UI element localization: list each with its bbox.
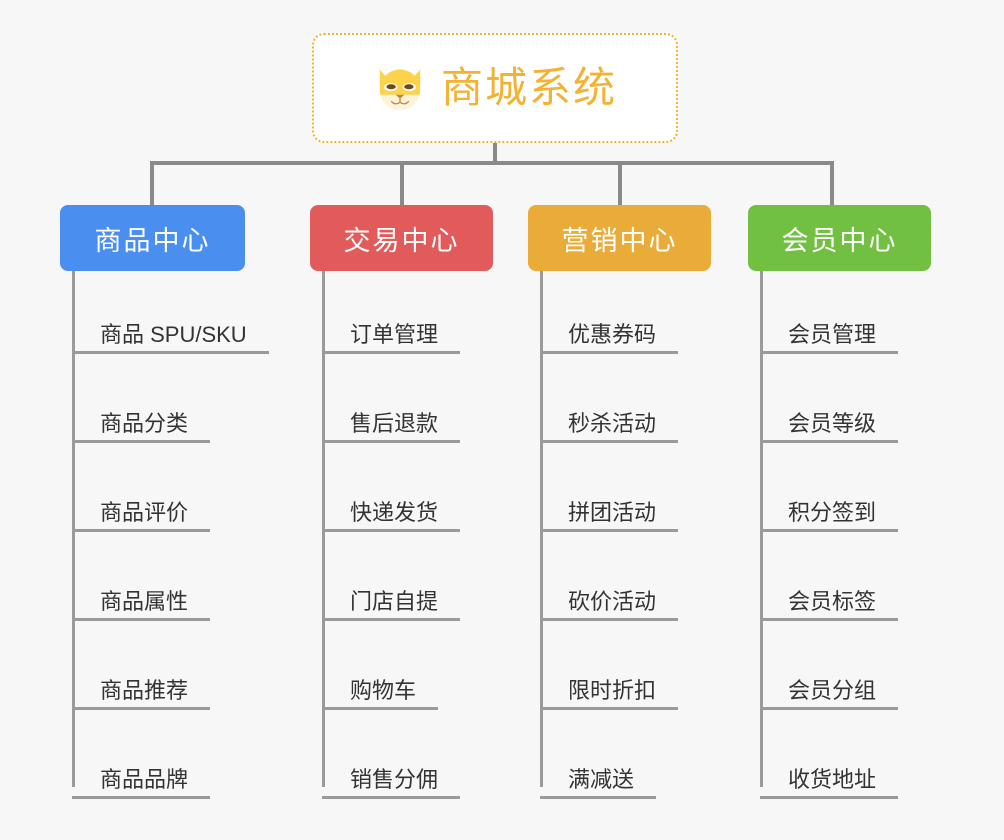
category-box-marketing-center[interactable]: 营销中心: [528, 205, 711, 271]
leaf-item[interactable]: 秒杀活动: [540, 360, 748, 449]
leaf-label: 优惠券码: [540, 322, 679, 354]
leaf-item[interactable]: 收货地址: [760, 716, 968, 805]
leaf-item[interactable]: 商品推荐: [72, 627, 300, 716]
leaf-label: 商品品牌: [72, 767, 211, 799]
leaf-item[interactable]: 快递发货: [322, 449, 530, 538]
leaf-label: 满减送: [540, 767, 657, 799]
leaf-label: 商品评价: [72, 500, 211, 532]
leaf-item[interactable]: 砍价活动: [540, 538, 748, 627]
root-node[interactable]: 商城系统: [312, 33, 678, 143]
leaf-label: 拼团活动: [540, 500, 679, 532]
leaf-label: 商品属性: [72, 589, 211, 621]
leaf-item[interactable]: 会员分组: [760, 627, 968, 716]
branch-member-center: 会员中心 会员管理 会员等级 积分签到 会员标签 会员分组 收货地址: [748, 205, 968, 805]
leaf-item[interactable]: 商品分类: [72, 360, 300, 449]
leaf-list-product-center: 商品 SPU/SKU 商品分类 商品评价 商品属性 商品推荐 商品品牌: [72, 271, 300, 805]
leaf-label: 积分签到: [760, 500, 899, 532]
branch-product-center: 商品中心 商品 SPU/SKU 商品分类 商品评价 商品属性 商品推荐 商品品牌: [60, 205, 300, 805]
leaf-label: 限时折扣: [540, 678, 679, 710]
connector-drop-2: [400, 161, 404, 207]
connector-root-stem: [493, 143, 497, 163]
category-label: 商品中心: [94, 225, 211, 256]
leaf-item[interactable]: 拼团活动: [540, 449, 748, 538]
category-box-trade-center[interactable]: 交易中心: [310, 205, 493, 271]
leaf-item[interactable]: 门店自提: [322, 538, 530, 627]
leaf-item[interactable]: 限时折扣: [540, 627, 748, 716]
leaf-item[interactable]: 积分签到: [760, 449, 968, 538]
leaf-item[interactable]: 购物车: [322, 627, 530, 716]
connector-drop-3: [618, 161, 622, 207]
leaf-item[interactable]: 优惠券码: [540, 271, 748, 360]
leaf-item[interactable]: 满减送: [540, 716, 748, 805]
leaf-item[interactable]: 销售分佣: [322, 716, 530, 805]
leaf-label: 秒杀活动: [540, 411, 679, 443]
leaf-label: 售后退款: [322, 411, 461, 443]
category-box-product-center[interactable]: 商品中心: [60, 205, 245, 271]
leaf-item[interactable]: 商品 SPU/SKU: [72, 271, 300, 360]
leaf-label: 门店自提: [322, 589, 461, 621]
leaf-label: 商品推荐: [72, 678, 211, 710]
category-label: 会员中心: [781, 225, 898, 256]
leaf-item[interactable]: 售后退款: [322, 360, 530, 449]
leaf-list-trade-center: 订单管理 售后退款 快递发货 门店自提 购物车 销售分佣: [322, 271, 530, 805]
connector-drop-1: [150, 161, 154, 207]
root-title: 商城系统: [440, 64, 617, 111]
leaf-item[interactable]: 会员管理: [760, 271, 968, 360]
category-box-member-center[interactable]: 会员中心: [748, 205, 931, 271]
leaf-label: 购物车: [322, 678, 439, 710]
leaf-label: 会员分组: [760, 678, 899, 710]
leaf-label: 销售分佣: [322, 767, 461, 799]
branch-marketing-center: 营销中心 优惠券码 秒杀活动 拼团活动 砍价活动 限时折扣 满减送: [528, 205, 748, 805]
leaf-label: 商品 SPU/SKU: [72, 322, 269, 354]
leaf-item[interactable]: 订单管理: [322, 271, 530, 360]
leaf-label: 商品分类: [72, 411, 211, 443]
category-label: 营销中心: [561, 225, 678, 256]
leaf-item[interactable]: 商品属性: [72, 538, 300, 627]
leaf-item[interactable]: 会员等级: [760, 360, 968, 449]
connector-horizontal-bus: [150, 161, 832, 165]
leaf-item[interactable]: 商品评价: [72, 449, 300, 538]
leaf-label: 订单管理: [322, 322, 461, 354]
leaf-item[interactable]: 会员标签: [760, 538, 968, 627]
leaf-item[interactable]: 商品品牌: [72, 716, 300, 805]
leaf-label: 会员等级: [760, 411, 899, 443]
connector-drop-4: [830, 161, 834, 207]
category-label: 交易中心: [343, 225, 460, 256]
leaf-list-marketing-center: 优惠券码 秒杀活动 拼团活动 砍价活动 限时折扣 满减送: [540, 271, 748, 805]
leaf-list-member-center: 会员管理 会员等级 积分签到 会员标签 会员分组 收货地址: [760, 271, 968, 805]
leaf-label: 快递发货: [322, 500, 461, 532]
leaf-label: 砍价活动: [540, 589, 679, 621]
leaf-label: 会员标签: [760, 589, 899, 621]
dog-face-icon: [373, 61, 427, 115]
branch-trade-center: 交易中心 订单管理 售后退款 快递发货 门店自提 购物车 销售分佣: [310, 205, 530, 805]
leaf-label: 会员管理: [760, 322, 899, 354]
leaf-label: 收货地址: [760, 767, 899, 799]
